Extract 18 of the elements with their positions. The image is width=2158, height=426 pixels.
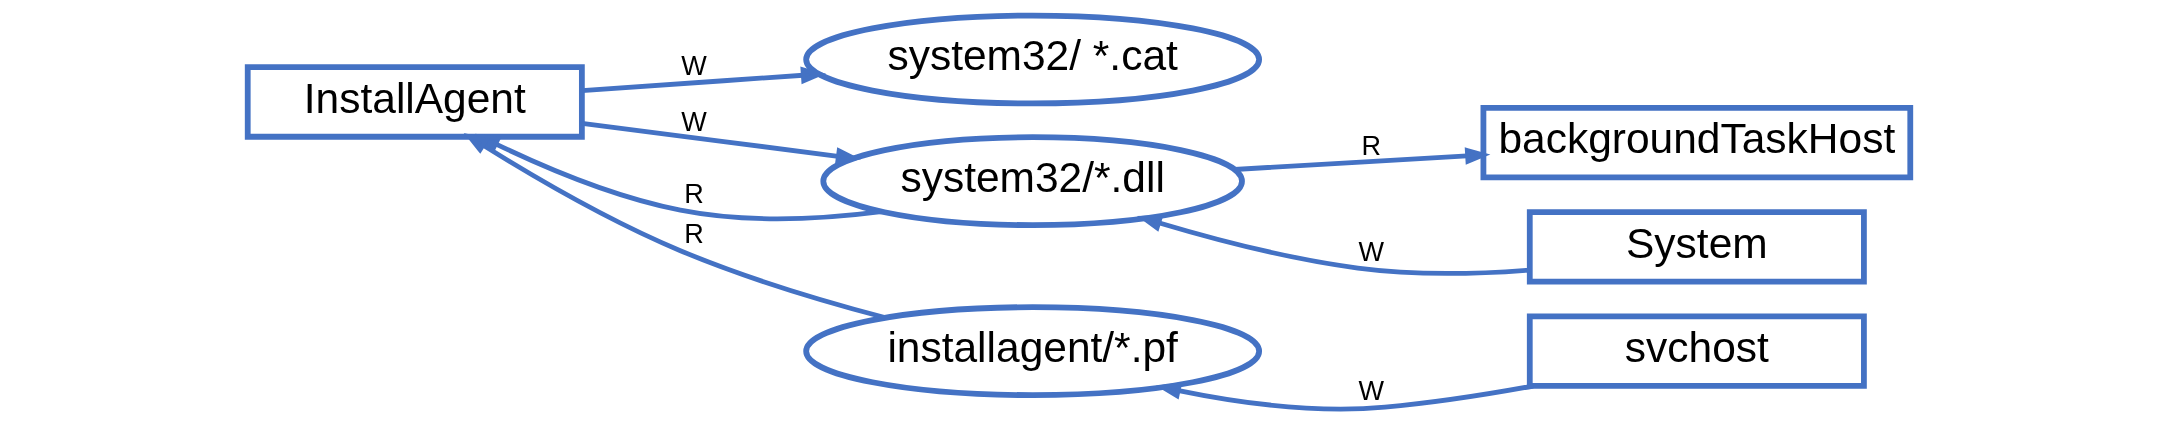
node-box: InstallAgent xyxy=(244,64,585,140)
edge-label: R xyxy=(684,219,704,250)
node-box: backgroundTaskHost xyxy=(1480,104,1914,181)
edge-label: W xyxy=(681,51,707,82)
node-ellipse: system32/ *.cat xyxy=(803,12,1263,107)
edge-label: R xyxy=(684,178,704,209)
edge-label: W xyxy=(1358,236,1385,267)
arrow xyxy=(581,120,861,165)
edge-label: W xyxy=(1358,375,1385,406)
arrow xyxy=(1155,382,1534,412)
edge-label: R xyxy=(1361,130,1382,161)
node-box: System xyxy=(1526,209,1867,285)
arrow xyxy=(581,66,827,93)
node-ellipse: system32/*.dll xyxy=(820,134,1245,229)
arrow xyxy=(1136,215,1530,276)
arrow xyxy=(1234,147,1491,172)
edge-label: W xyxy=(681,107,707,138)
node-box: svchost xyxy=(1526,313,1867,389)
